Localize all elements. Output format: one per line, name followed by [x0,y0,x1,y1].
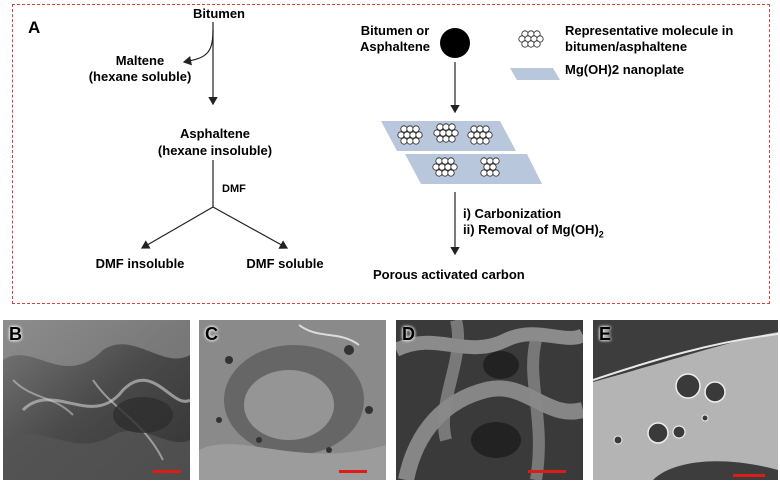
dmf-solvent-label: DMF [222,183,246,195]
legend-molecule-label: Representative molecule in [565,23,734,38]
scheme-panel-a [12,4,770,304]
scale-bar-e [733,474,765,477]
step-carbonization-label: i) Carbonization [463,206,562,221]
product-label: Porous activated carbon [373,267,525,282]
arrow-dmf-insoluble [140,206,214,249]
sem-image-e [593,320,778,480]
sem-image-d [396,320,583,480]
panel-label-d: D [402,324,415,344]
scale-bar-d [528,470,566,473]
step-removal-text: ii) Removal of Mg(OH) [463,222,599,237]
panel-label-c: C [205,324,218,344]
step-removal-subscript: 2 [598,229,604,240]
bitumen-particle [440,28,470,58]
bitumen-label: Bitumen [193,6,245,21]
sem-panel-b: B [3,320,190,480]
legend-molecule-icon [518,30,544,48]
scale-bar-c [339,470,367,473]
arrow-dmf-soluble [212,206,289,249]
legend-molecule-label-2: bitumen/asphaltene [565,39,688,54]
dmf-soluble-label: DMF soluble [246,256,324,271]
sem-panel-d: D [396,320,583,480]
sem-image-c [199,320,386,480]
legend-nanoplate-label: Mg(OH)2 nanoplate [565,62,685,77]
source-label-2: Asphaltene [359,39,431,54]
nanoplate-lower [405,154,542,184]
scale-bar-b [153,470,181,473]
panel-label-a: A [28,18,41,37]
source-label: Bitumen or [360,23,430,38]
legend-nanoplate-icon [510,68,560,80]
asphaltene-label: Asphaltene [179,126,251,141]
maltene-sub-label: (hexane soluble) [88,69,192,84]
panel-label-b: B [9,324,22,344]
arrow-to-maltene [182,29,214,66]
sem-panel-c: C [199,320,386,480]
asphaltene-sub-label: (hexane insoluble) [157,143,273,158]
sem-panel-e: E [593,320,778,480]
dmf-insoluble-label: DMF insoluble [95,256,185,271]
sem-image-b [3,320,190,480]
maltene-label: Maltene [115,53,165,68]
panel-label-e: E [599,324,612,344]
step-removal-label: ii) Removal of Mg(OH)2 [463,222,604,243]
